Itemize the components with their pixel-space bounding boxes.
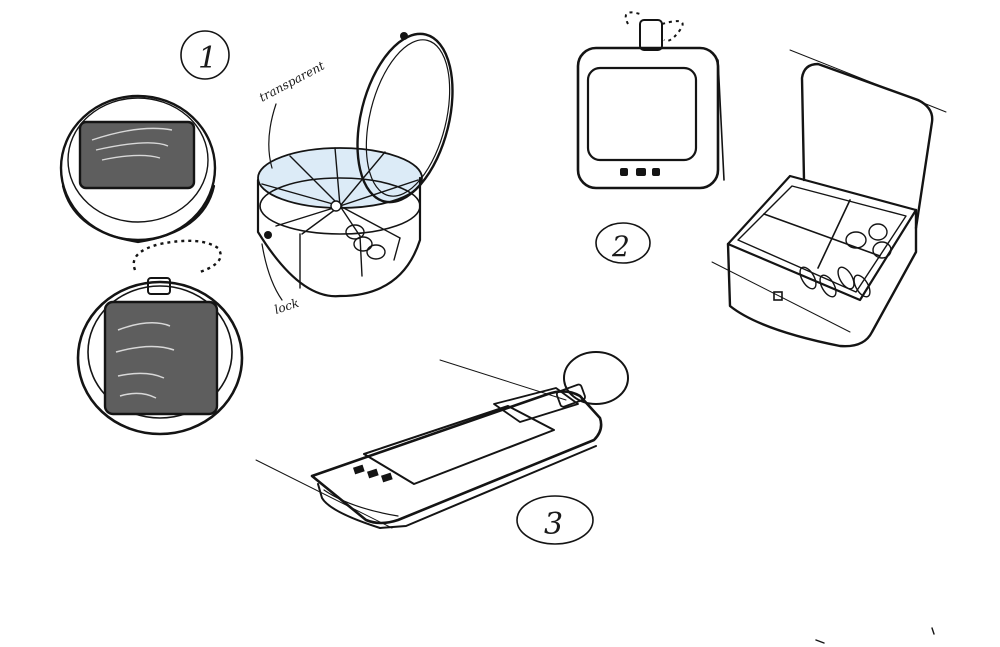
concept-1-number: 1 <box>180 30 230 80</box>
round-case-closed <box>59 94 217 244</box>
slim-device <box>255 351 629 529</box>
slim-button-2 <box>367 468 379 479</box>
concept-2-label: 2 <box>611 230 630 263</box>
lock-annotation: lock <box>273 296 301 317</box>
pill-box-lid <box>356 32 454 204</box>
concept-1-label: 1 <box>198 41 217 76</box>
button-right <box>652 168 660 176</box>
concept-3-number: 3 <box>516 495 594 545</box>
pendant-screen <box>103 300 219 416</box>
concept-2-number: 2 <box>595 222 651 264</box>
button-left <box>620 168 628 176</box>
slim-device-screen <box>363 405 555 485</box>
slim-button-3 <box>381 472 393 483</box>
square-device-screen <box>586 66 698 162</box>
transparent-annotation: transparent <box>257 58 327 104</box>
square-device <box>576 11 725 190</box>
slim-device-small-screen <box>493 387 579 423</box>
slim-button-1 <box>353 464 365 475</box>
concept-3-label: 3 <box>544 507 563 542</box>
button-middle <box>636 168 646 176</box>
square-box-lid <box>800 62 934 230</box>
square-pill-organizer <box>711 49 947 348</box>
round-pill-organizer: transparent lock <box>257 32 454 317</box>
round-pendant <box>76 239 244 436</box>
